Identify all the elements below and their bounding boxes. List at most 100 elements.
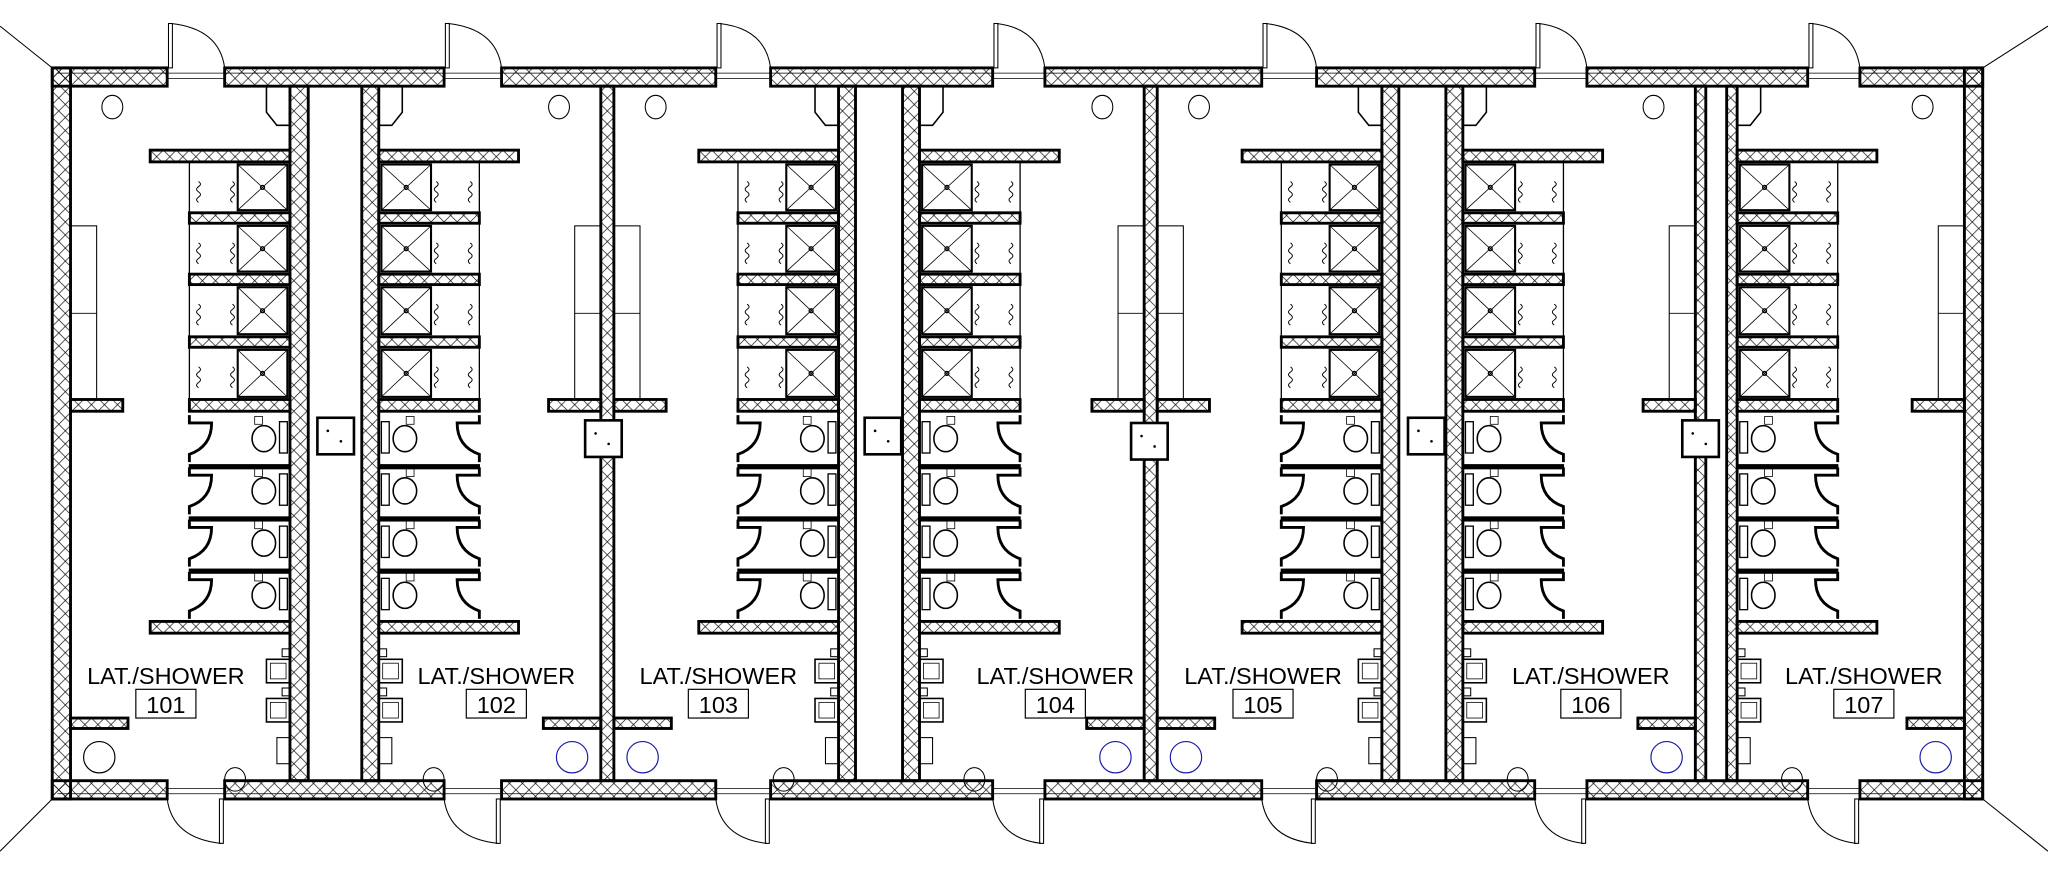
shower-toilet-partition bbox=[187, 398, 292, 413]
floor-drain-icon bbox=[548, 94, 570, 120]
toilet-paper-holder bbox=[1489, 416, 1499, 425]
shower-drain bbox=[944, 246, 950, 252]
toilet-bowl bbox=[251, 581, 277, 610]
wall-stub bbox=[1636, 716, 1697, 730]
shower-partition bbox=[1735, 272, 1840, 287]
shower-drain bbox=[1351, 184, 1358, 190]
toilet-paper-holder bbox=[946, 468, 956, 477]
interior-wall bbox=[1444, 84, 1465, 783]
toilet-paper-holder bbox=[254, 468, 263, 477]
shower-partition bbox=[1461, 335, 1565, 349]
door-leaf bbox=[764, 798, 770, 844]
stall-door-front bbox=[1539, 467, 1565, 515]
stall-foot-partition bbox=[918, 619, 1061, 635]
shower-drain bbox=[1487, 246, 1493, 252]
shower-drain bbox=[1351, 370, 1358, 376]
corner-fixture bbox=[378, 85, 404, 127]
stall-door-front bbox=[1539, 519, 1565, 567]
curtain-icon bbox=[1826, 181, 1831, 203]
room-name: LAT./SHOWER bbox=[1512, 663, 1670, 689]
curtain-icon bbox=[1321, 181, 1327, 203]
corner-fixture bbox=[1357, 85, 1382, 127]
shower-pan bbox=[921, 224, 973, 273]
toilet-tank bbox=[1464, 421, 1474, 454]
door-swing-arc bbox=[992, 798, 1042, 844]
shower-pan-diagonal bbox=[1329, 164, 1380, 211]
sink-basin bbox=[382, 662, 399, 680]
door-leaf bbox=[1808, 22, 1814, 69]
shower-toilet-partition bbox=[377, 398, 481, 413]
stall-foot-partition bbox=[1461, 619, 1605, 635]
toilet-bowl bbox=[1476, 424, 1502, 453]
room-number-box bbox=[465, 688, 527, 719]
shower-toilet-partition bbox=[736, 398, 840, 413]
stall-head-partition bbox=[1735, 148, 1879, 164]
toilet-paper-holder bbox=[1346, 520, 1355, 530]
cleanout-box bbox=[863, 416, 903, 456]
shower-toilet-partition bbox=[1461, 398, 1565, 413]
toilet-partition bbox=[378, 568, 480, 574]
wall-stub bbox=[1905, 716, 1966, 730]
wall-stub bbox=[1090, 398, 1146, 413]
door-leaf bbox=[1854, 798, 1860, 844]
stall-head-partition bbox=[377, 148, 520, 164]
corner-fixture bbox=[919, 85, 944, 127]
toilet-tank bbox=[380, 473, 390, 506]
shower-drain bbox=[1761, 308, 1768, 314]
shower-pan-diagonal bbox=[237, 286, 288, 335]
faucet bbox=[918, 648, 928, 658]
curtain-icon bbox=[1008, 303, 1014, 326]
toilet-paper-holder bbox=[254, 520, 263, 530]
shower-pan-diagonal bbox=[1739, 164, 1790, 211]
sink-basin bbox=[1361, 662, 1379, 680]
toilet-paper-holder bbox=[946, 572, 956, 582]
curtain-icon bbox=[974, 181, 980, 203]
room-number: 106 bbox=[1571, 692, 1610, 718]
shower-drain bbox=[1351, 308, 1358, 314]
bench bbox=[1156, 225, 1184, 401]
curtain-icon bbox=[1792, 366, 1798, 389]
lavatory-sink bbox=[377, 697, 404, 723]
curtain-icon bbox=[196, 303, 201, 326]
corner-line bbox=[0, 798, 53, 852]
toilet-bowl bbox=[799, 477, 825, 505]
stall-foot-partition bbox=[377, 619, 520, 635]
shower-partition bbox=[1279, 211, 1384, 225]
toilet-paper-holder bbox=[802, 520, 812, 530]
toilet-partition bbox=[1462, 464, 1565, 470]
floor-drain-icon bbox=[1781, 767, 1803, 792]
bench bbox=[574, 225, 602, 401]
toilet-tank bbox=[827, 473, 837, 506]
door-swing-arc bbox=[443, 798, 498, 844]
toilet-bowl bbox=[799, 424, 825, 453]
wall-stub bbox=[69, 716, 130, 730]
interior-wall bbox=[837, 84, 857, 783]
curtain-icon bbox=[1008, 366, 1014, 389]
corner-fixture bbox=[1737, 85, 1762, 127]
room-name: LAT./SHOWER bbox=[1184, 663, 1342, 689]
shower-pan bbox=[785, 348, 837, 398]
speck bbox=[1704, 442, 1708, 446]
toilet-paper-holder bbox=[1764, 572, 1773, 582]
toilet-bowl bbox=[1476, 529, 1502, 557]
shower-pan bbox=[380, 348, 433, 398]
room-number: 104 bbox=[1036, 692, 1075, 718]
exterior-wall-bottom bbox=[1585, 779, 1810, 801]
lavatory-sink bbox=[814, 658, 840, 684]
toilet-bowl bbox=[933, 529, 959, 557]
shower-pan bbox=[1328, 224, 1381, 273]
cleanout-box bbox=[1129, 421, 1169, 461]
room-number-box bbox=[687, 688, 749, 719]
toilet-paper-holder bbox=[254, 416, 263, 425]
room-number-box bbox=[1024, 688, 1086, 719]
bench bbox=[70, 225, 98, 401]
curtain-icon bbox=[1288, 242, 1293, 265]
speck bbox=[339, 439, 343, 443]
shower-drain bbox=[259, 184, 266, 190]
curtain-icon bbox=[974, 242, 980, 265]
room-number: 105 bbox=[1243, 692, 1282, 718]
shower-partition bbox=[736, 335, 840, 349]
shower-pan bbox=[785, 224, 837, 273]
corner-fixture bbox=[1462, 85, 1488, 127]
shower-drain-circle bbox=[83, 740, 116, 774]
